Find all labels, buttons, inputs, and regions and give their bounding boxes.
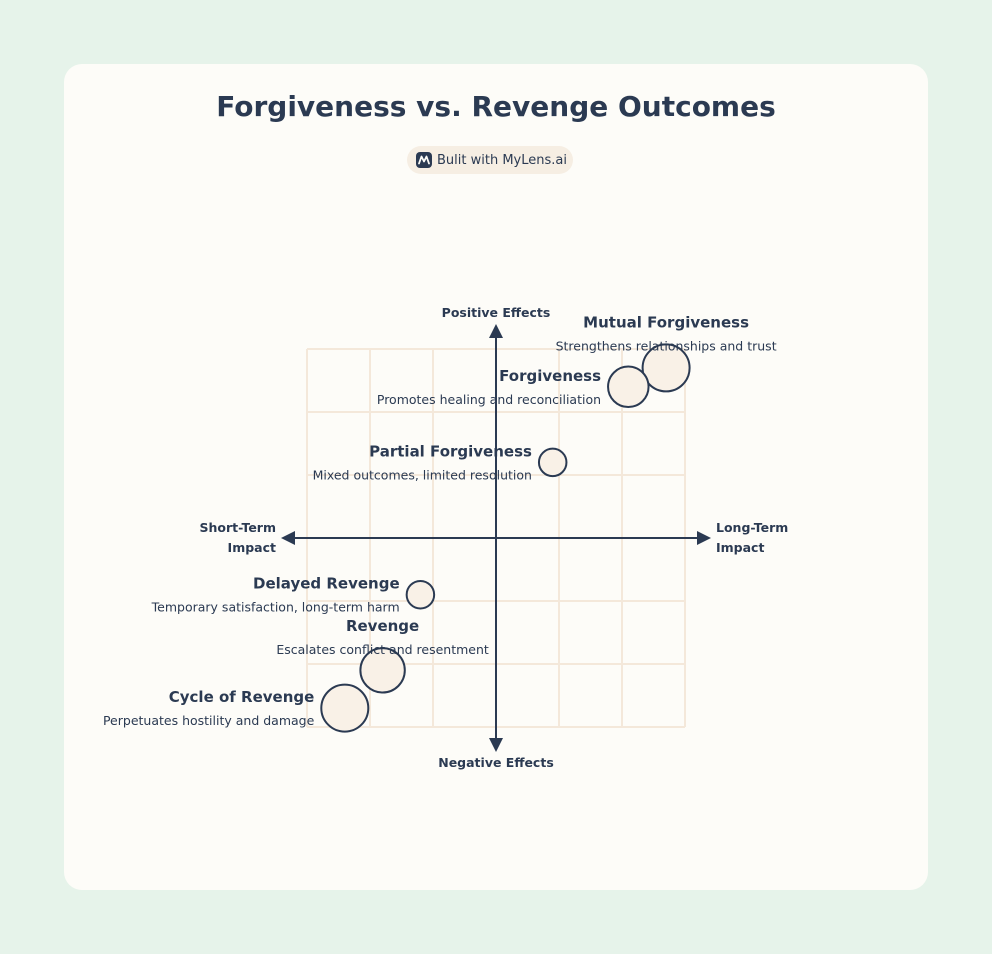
data-point-label: Mutual Forgiveness: [583, 313, 749, 331]
arrow-right-icon: [697, 531, 711, 545]
axis-label-right-line1: Long-Term: [716, 520, 788, 535]
data-point-bubble[interactable]: [405, 579, 436, 610]
data-point-bubble[interactable]: [607, 365, 650, 409]
axes: [281, 324, 711, 752]
data-point-bubble[interactable]: [359, 647, 406, 694]
chart-card: Forgiveness vs. Revenge Outcomes Bulit w…: [64, 64, 928, 890]
data-point-label: Forgiveness: [499, 367, 601, 385]
mylens-logo-icon: [416, 152, 432, 168]
data-point-bubble[interactable]: [641, 343, 691, 393]
data-point-description: Mixed outcomes, limited resolution: [313, 467, 532, 482]
data-point-label: Cycle of Revenge: [169, 688, 315, 706]
data-point-description: Promotes healing and reconciliation: [377, 392, 601, 407]
axis-label-left-line1: Short-Term: [199, 520, 276, 535]
data-point-description: Temporary satisfaction, long-term harm: [151, 600, 400, 615]
axis-label-bottom: Negative Effects: [438, 755, 554, 770]
data-point-label: Delayed Revenge: [253, 575, 400, 593]
data-point-description: Escalates conflict and resentment: [276, 642, 489, 657]
arrow-up-icon: [489, 324, 503, 338]
axis-label-left-line2: Impact: [228, 540, 276, 555]
data-point-label: Partial Forgiveness: [369, 442, 532, 460]
mylens-badge[interactable]: Bulit with MyLens.ai: [407, 146, 573, 174]
arrow-down-icon: [489, 738, 503, 752]
arrow-left-icon: [281, 531, 295, 545]
badge-label: Bulit with MyLens.ai: [437, 152, 567, 168]
data-point-bubble[interactable]: [537, 447, 568, 478]
axis-label-right-line2: Impact: [716, 540, 764, 555]
axis-label-top: Positive Effects: [442, 305, 551, 320]
data-point-bubble[interactable]: [320, 683, 370, 733]
data-point-label: Revenge: [346, 617, 419, 635]
data-point-description: Strengthens relationships and trust: [556, 338, 777, 353]
page-title: Forgiveness vs. Revenge Outcomes: [216, 90, 776, 123]
data-point-description: Perpetuates hostility and damage: [103, 713, 315, 728]
